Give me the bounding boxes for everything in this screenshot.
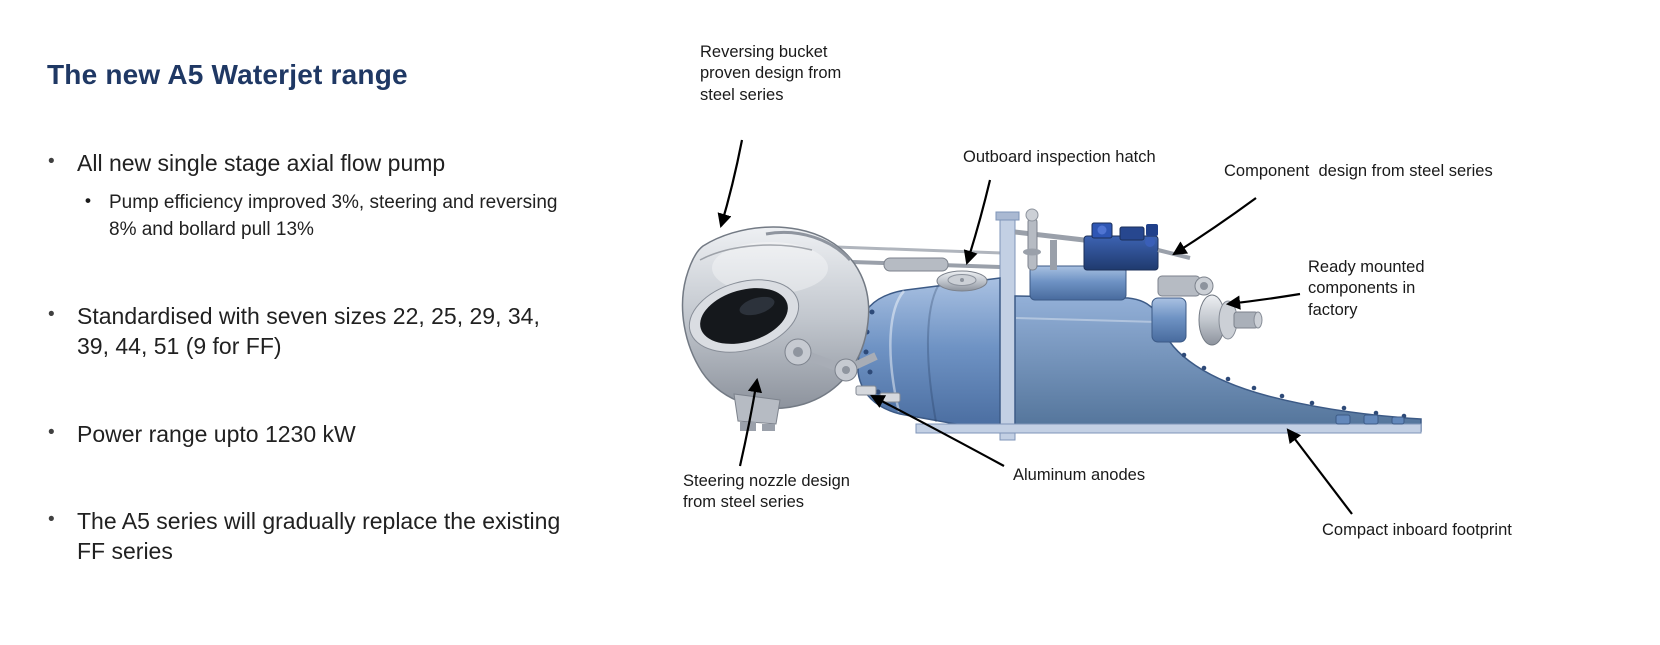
sub-bullet-text: Pump efficiency improved 3%, steering an… [109,191,558,240]
arrow-reversing-bucket [717,139,744,229]
arrow-ready-mounted [1225,292,1301,310]
bullet-text: The A5 series will gradually replace the… [77,507,561,565]
bullet-item: The A5 series will gradually replace the… [47,506,577,567]
arrow-outboard-hatch [963,179,992,266]
callout-component-design: Component design from steel series [1224,162,1493,180]
bullet-text: Standardised with seven sizes 22, 25, 29… [77,302,540,360]
machine-group [681,208,1422,441]
callout-compact-footprint: Compact inboard footprint [1322,521,1512,539]
pipes [1023,208,1057,271]
bullet-item: Power range upto 1230 kW [47,419,577,449]
bullet-item: All new single stage axial flow pump Pum… [47,148,577,244]
bullet-text: Power range upto 1230 kW [77,420,356,447]
callout-reversing-bucket: Reversing bucket proven design from stee… [700,43,842,104]
steering-rods [821,245,1003,272]
inspection-hatch [936,270,988,292]
text-column: The new A5 Waterjet range All new single… [47,58,607,624]
arrow-aluminum-anodes [870,395,1005,467]
callout-steering-nozzle: Steering nozzle design from steel series [683,472,850,512]
bullet-item: Standardised with seven sizes 22, 25, 29… [47,301,577,362]
steering-nozzle-bucket [681,226,878,431]
callout-aluminum-anodes: Aluminum anodes [1013,466,1146,484]
annotation-arrows [717,139,1353,515]
base-rail [915,414,1422,434]
aluminum-anodes [855,385,901,403]
sub-bullet-list: Pump efficiency improved 3%, steering an… [77,189,577,244]
pump-housing [857,277,1001,433]
hydraulic-manifold [1014,222,1191,301]
arrow-steering-nozzle [738,377,763,467]
callout-ready-mounted: Ready mounted components in factory [1308,258,1425,319]
callout-outboard-hatch: Outboard inspection hatch [963,148,1156,166]
arrow-component-design [1172,197,1257,256]
sub-bullet-item: Pump efficiency improved 3%, steering an… [77,189,577,244]
arrow-compact-footprint [1286,428,1353,515]
shaft-coupling [1151,275,1263,346]
slide-title: The new A5 Waterjet range [47,59,408,90]
bullet-text: All new single stage axial flow pump [77,149,446,176]
transom-plate [995,211,1020,441]
bullet-list: All new single stage axial flow pump Pum… [47,148,577,567]
